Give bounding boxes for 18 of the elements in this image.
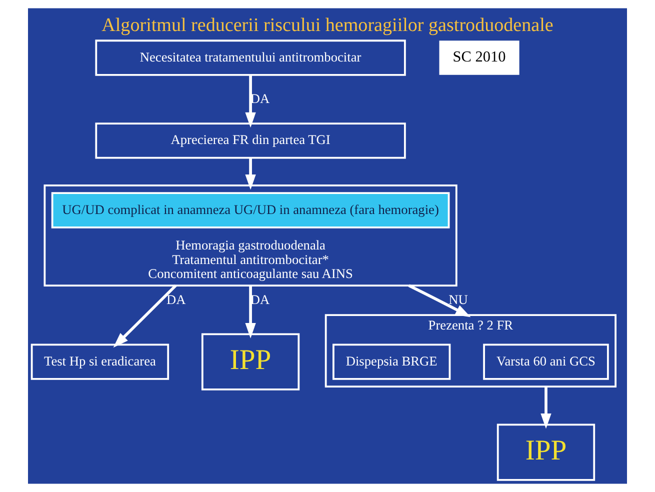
arrow [245,286,256,338]
node-box: IPP [201,333,300,390]
node-box: UG/UD complicat in anamneza UG/UD in anamneza (fara hemoragie) [51,192,450,228]
node-box: IPP [496,424,596,481]
node-box: Dispepsia BRGE [332,344,451,380]
node-box: Aprecierea FR din partea TGI [95,122,406,159]
diagram-title: Algoritmul reducerii riscului hemoragiilor gastroduodenale [102,15,554,36]
arrow [113,284,177,348]
arrow [540,386,552,429]
arrow [245,75,256,128]
arrow [408,284,471,318]
edge-label: DA [166,292,186,307]
node-box: Test Hp si eradicarea [30,344,170,380]
node-box: Necesitatea tratamentului antitrombocitar [95,40,406,76]
arrow [245,158,256,190]
edge-label: NU [448,292,468,307]
label: SC 2010 [452,48,506,66]
node-box: Varsta 60 ani GCS [483,344,609,380]
